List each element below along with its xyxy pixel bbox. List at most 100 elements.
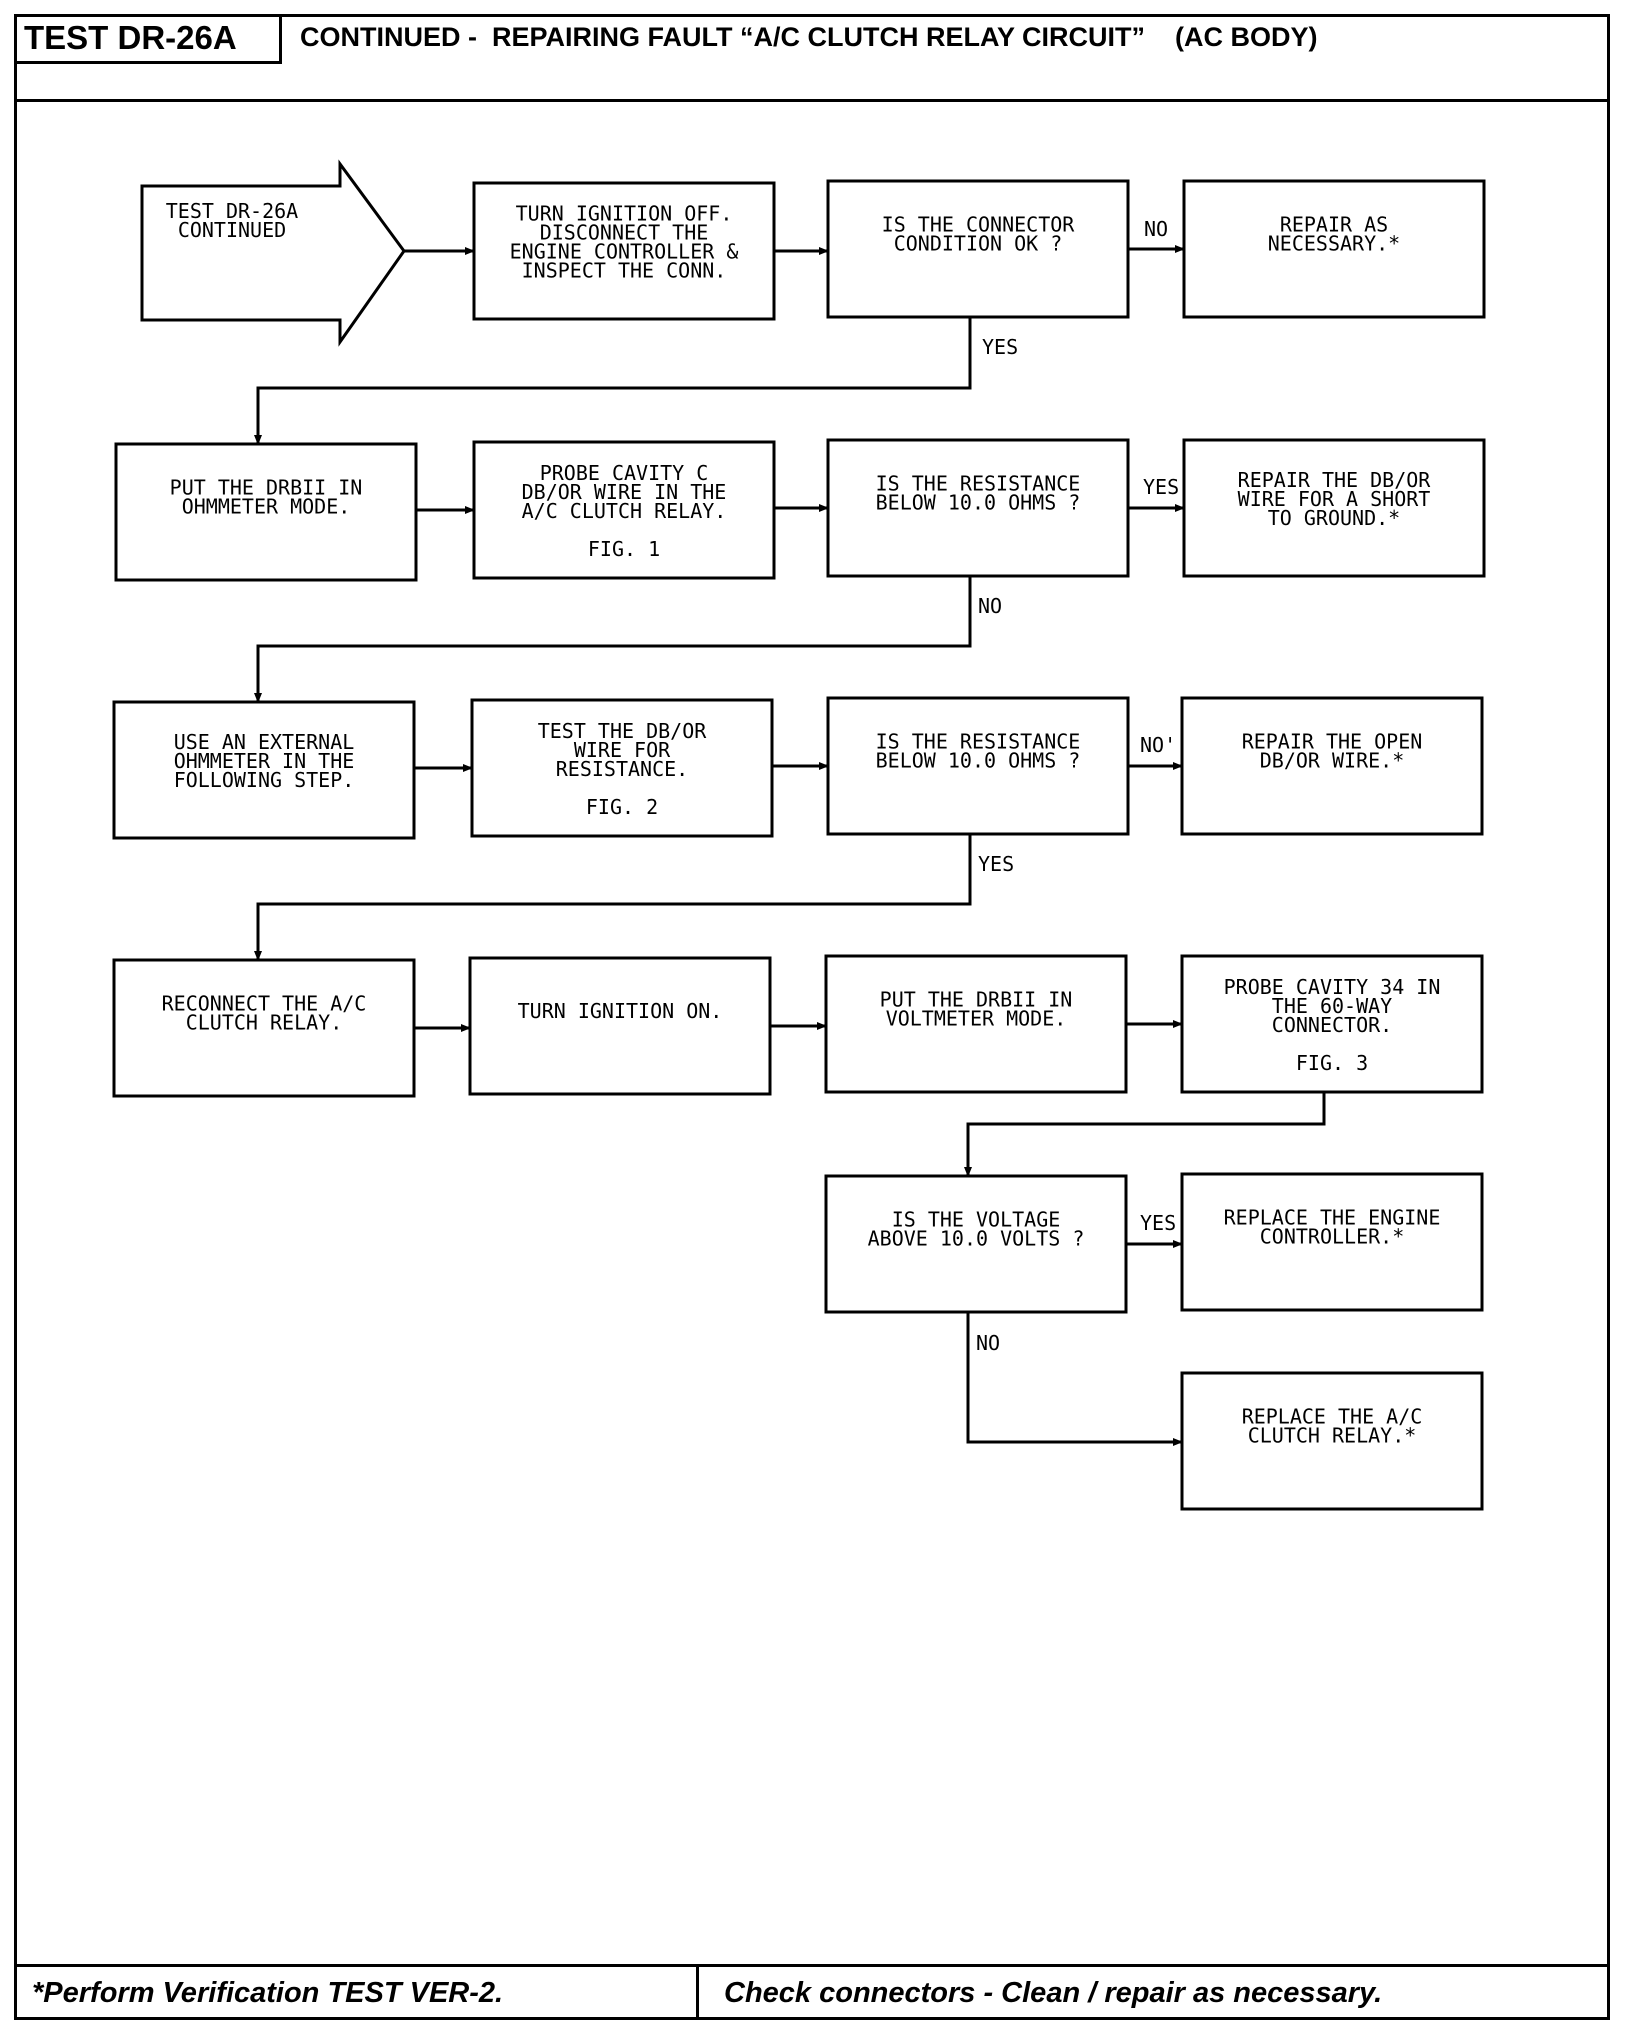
step-box-n3-line: A/C CLUTCH RELAY. (522, 499, 727, 523)
footer-connector-note: Check connectors - Clean / repair as nec… (724, 1977, 1383, 2009)
step-box-n6-outline (112, 958, 416, 1098)
test-id: TEST DR-26A (14, 14, 282, 64)
step-box-n8-line: PUT THE DRBII IN (880, 988, 1073, 1012)
footer-divider (696, 1964, 699, 2020)
step-box-n1-outline (472, 181, 776, 321)
step-box-n2-line: OHMMETER MODE. (182, 495, 351, 519)
step-box-n5-line: TEST THE DB/OR (538, 719, 708, 743)
page-frame (14, 14, 1610, 2020)
decision-box-q3-line: BELOW 10.0 OHMS ? (876, 749, 1081, 773)
step-box-n6-line: RECONNECT THE A/C (162, 992, 367, 1016)
step-box-n4-outline (112, 700, 416, 840)
branch-label-q2-no: NO (978, 594, 1002, 618)
step-box-n7-outline (468, 956, 772, 1096)
decision-box-q2-line: BELOW 10.0 OHMS ? (876, 491, 1081, 515)
start-arrow-outline (140, 159, 406, 347)
branch-label-q4-no: NO (976, 1331, 1000, 1355)
page-title: CONTINUED - REPAIRING FAULT “A/C CLUTCH … (300, 22, 1318, 52)
step-box-n5-outline (470, 698, 774, 838)
result-box-r3-line: REPAIR THE OPEN (1242, 730, 1423, 754)
result-box-r5-outline (1180, 1371, 1484, 1511)
decision-box-q4-line: ABOVE 10.0 VOLTS ? (868, 1227, 1085, 1251)
step-box-n4-line: OHMMETER IN THE (174, 749, 355, 773)
connector-q1-n2 (254, 317, 972, 445)
footer-verification-note: *Perform Verification TEST VER-2. (32, 1977, 504, 2009)
decision-box-q4-outline (824, 1174, 1128, 1314)
result-box-r1-outline (1182, 179, 1486, 319)
step-box-n1-line: INSPECT THE CONN. (522, 259, 727, 283)
step-box-n1-line: ENGINE CONTROLLER & (510, 240, 739, 264)
step-box-n6-line: CLUTCH RELAY. (186, 1011, 343, 1035)
step-box-n5-line: WIRE FOR (574, 738, 671, 762)
decision-box-q3-outline (826, 696, 1130, 836)
decision-box-q1-line: IS THE CONNECTOR (882, 213, 1076, 237)
result-box-r4-line: CONTROLLER.* (1260, 1225, 1405, 1249)
step-box-n2-line: PUT THE DRBII IN (170, 476, 363, 500)
result-box-r2-outline (1182, 438, 1486, 578)
step-box-n3-outline (472, 440, 776, 580)
step-box-n9-line: FIG. 3 (1296, 1051, 1368, 1075)
step-box-n5-line: RESISTANCE. (556, 757, 688, 781)
connectors (254, 245, 1326, 1446)
step-box-n3-line: FIG. 1 (588, 537, 660, 561)
result-box-r5-line: CLUTCH RELAY.* (1248, 1424, 1417, 1448)
step-box-n1-line: DISCONNECT THE (540, 221, 709, 245)
footer-rule (14, 1964, 1610, 1967)
header-rule (14, 99, 1610, 102)
branch-label-q3-no: NO' (1140, 733, 1176, 757)
result-box-r4-line: REPLACE THE ENGINE (1224, 1206, 1441, 1230)
connector-q3-n6 (254, 834, 972, 961)
branch-label-q4-yes: YES (1140, 1211, 1176, 1235)
step-box-n2-outline (114, 442, 418, 582)
step-box-n9-line: PROBE CAVITY 34 IN (1224, 975, 1441, 999)
result-box-r3-line: DB/OR WIRE.* (1260, 749, 1405, 773)
decision-box-q2-outline (826, 438, 1130, 578)
step-box-n5-line: FIG. 2 (586, 795, 658, 819)
branch-label-q1-no: NO (1144, 217, 1168, 241)
step-box-n7: TURN IGNITION ON. (468, 956, 772, 1096)
branch-label-q3-yes: YES (978, 852, 1014, 876)
step-box-n3-line: PROBE CAVITY C (540, 461, 709, 485)
step-box-n7-line: TURN IGNITION ON. (518, 999, 723, 1023)
step-box-n9-line: THE 60-WAY (1272, 994, 1392, 1018)
decision-box-q1-outline (826, 179, 1130, 319)
step-box-n1-line: TURN IGNITION OFF. (516, 202, 733, 226)
connector-q4-r5 (966, 1312, 1183, 1446)
decision-box-q4-line: IS THE VOLTAGE (892, 1208, 1061, 1232)
result-box-r2-line: WIRE FOR A SHORT (1238, 487, 1431, 511)
branch-label-q1-yes: YES (982, 335, 1018, 359)
branch-label-q2-yes: YES (1143, 475, 1179, 499)
step-box-n4-line: FOLLOWING STEP. (174, 768, 355, 792)
result-box-r1-line: NECESSARY.* (1268, 232, 1400, 256)
step-box-n8-line: VOLTMETER MODE. (886, 1007, 1067, 1031)
result-box-r3-outline (1180, 696, 1484, 836)
decision-box-q1-line: CONDITION OK ? (894, 232, 1063, 256)
result-box-r1-line: REPAIR AS (1280, 213, 1388, 237)
result-box-r2-line: TO GROUND.* (1268, 506, 1400, 530)
result-box-r5-line: REPLACE THE A/C (1242, 1405, 1423, 1429)
start-arrow-line: CONTINUED (178, 218, 286, 242)
result-box-r4-outline (1180, 1172, 1484, 1312)
connector-n9-q4 (964, 1092, 1326, 1177)
step-box-n9-line: CONNECTOR. (1272, 1013, 1392, 1037)
decision-box-q3-line: IS THE RESISTANCE (876, 730, 1081, 754)
